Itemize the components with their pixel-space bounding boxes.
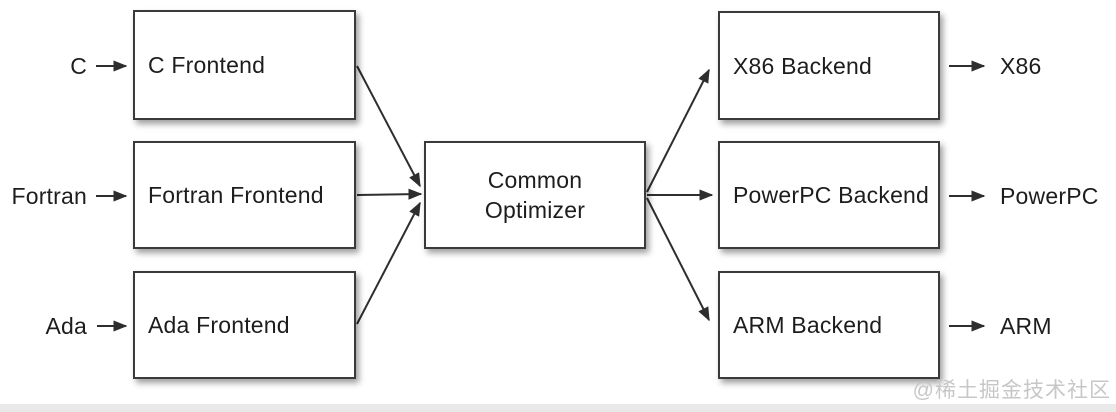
arrow-optimizer-to-x86-backend-icon [646,68,710,193]
node-c-frontend: C Frontend [133,10,356,120]
output-label-powerpc: PowerPC [1000,182,1099,209]
input-label-fortran: Fortran [11,182,87,209]
arrow-ada-frontend-to-optimizer-icon [356,201,421,325]
node-fortran-frontend-label: Fortran Frontend [148,182,324,208]
node-ada-frontend-label: Ada Frontend [148,312,290,338]
node-arm-backend-label: ARM Backend [733,312,883,338]
node-fortran-frontend: Fortran Frontend [133,141,356,249]
arrow-c-frontend-to-optimizer-icon [356,65,421,188]
arrow-fortran-frontend-to-optimizer-icon [356,188,423,200]
node-powerpc-backend: PowerPC Backend [718,141,940,249]
input-label-c: C [70,52,87,79]
node-x86-backend: X86 Backend [718,11,940,120]
bottom-edge-strip [0,404,1116,412]
node-c-frontend-label: C Frontend [148,52,266,78]
input-label-ada: Ada [45,312,87,339]
node-common-optimizer: Common Optimizer [424,141,646,249]
optimizer-label-line2: Optimizer [484,197,586,223]
node-powerpc-backend-label: PowerPC Backend [733,182,930,208]
node-arm-backend: ARM Backend [718,271,940,379]
watermark-text: @稀土掘金技术社区 [912,379,1111,402]
node-common-optimizer-label: Common Optimizer [485,165,585,225]
output-label-x86: X86 [1000,52,1042,79]
arrow-optimizer-to-arm-backend-icon [646,197,710,322]
node-x86-backend-label: X86 Backend [733,52,873,79]
optimizer-label-line1: Common [487,167,583,193]
output-label-arm: ARM [1000,312,1052,339]
node-ada-frontend: Ada Frontend [133,271,356,379]
